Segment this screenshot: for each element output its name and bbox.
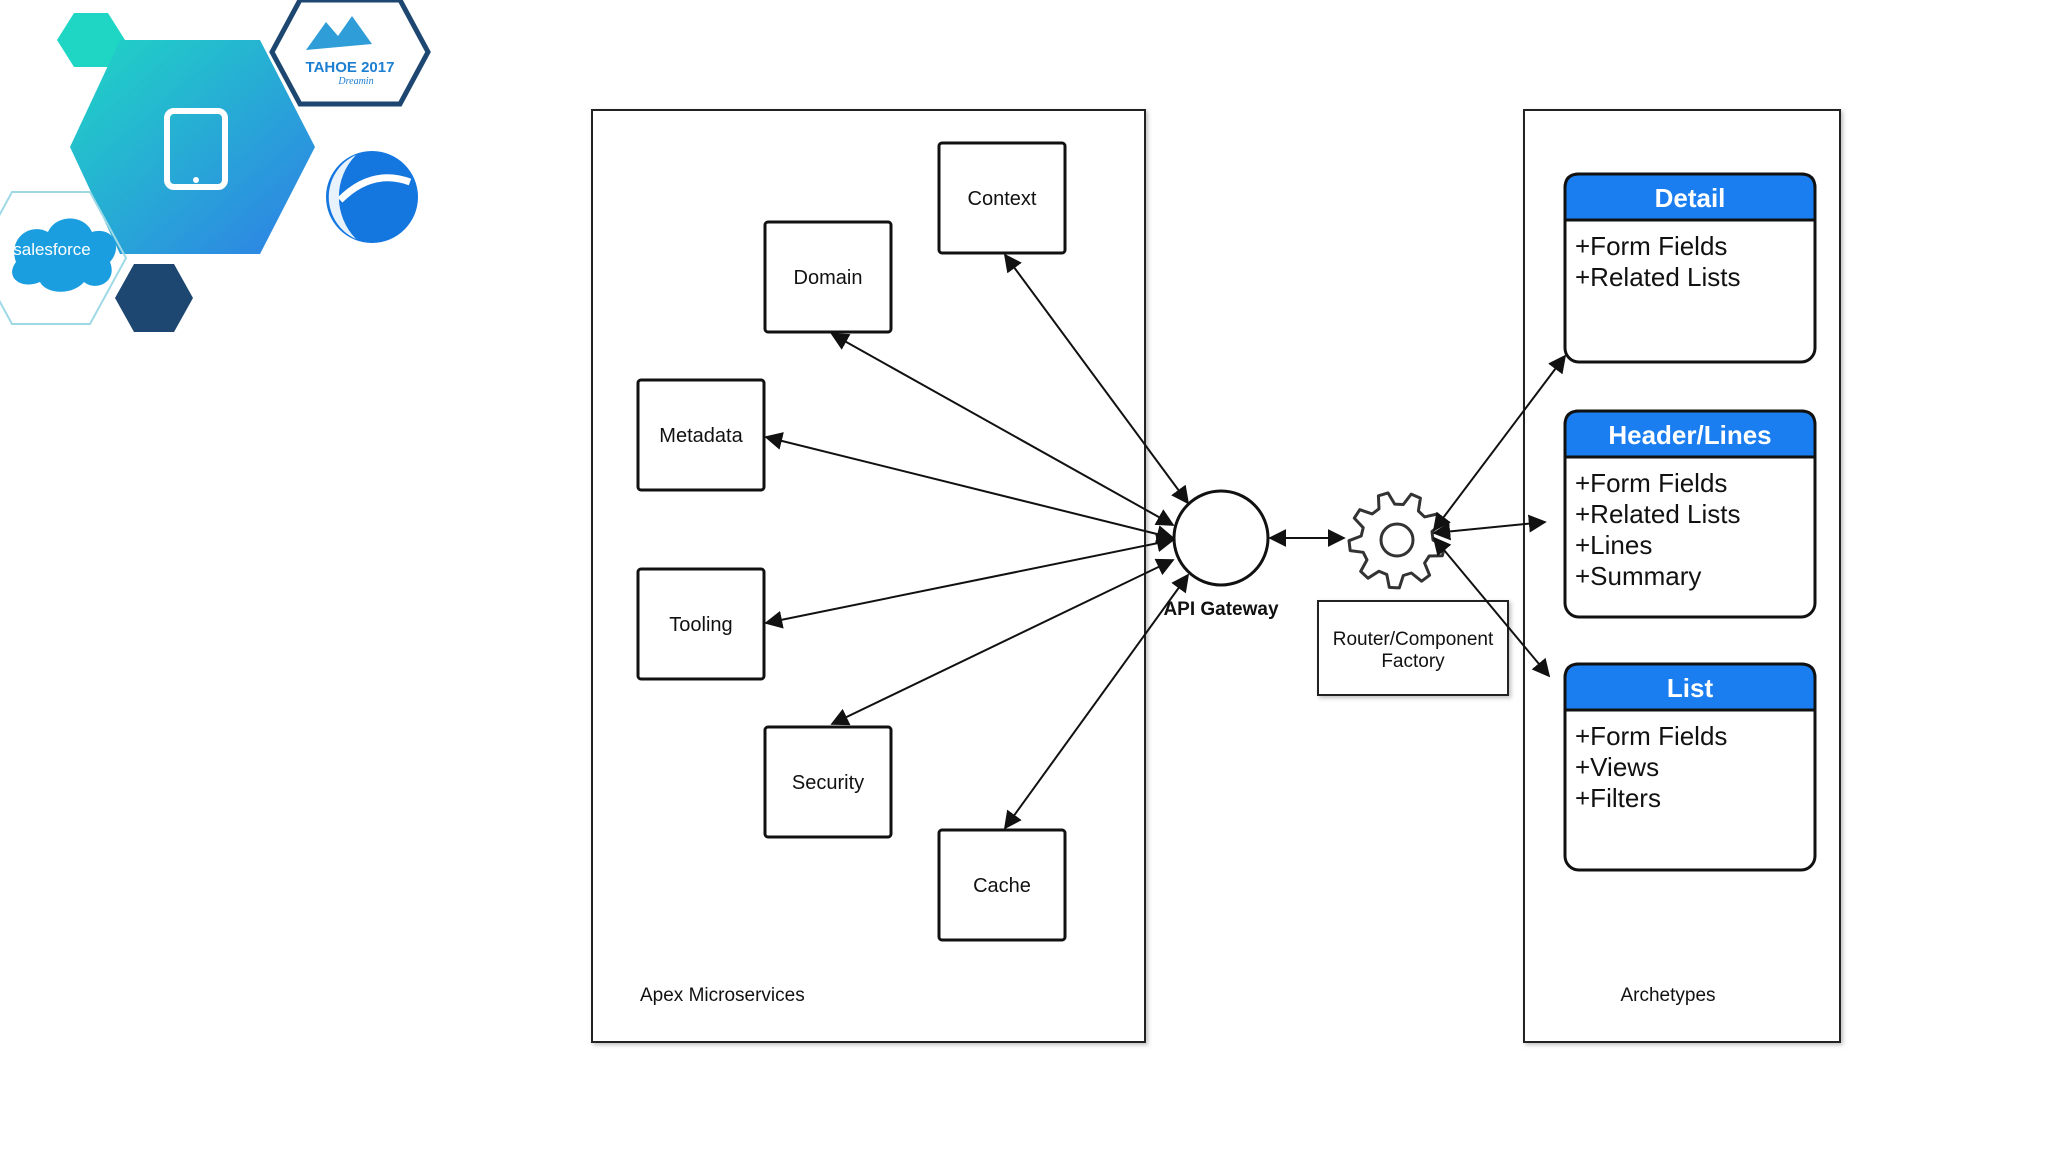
- service-cache: Cache: [937, 828, 1067, 942]
- branding-cluster: TAHOE 2017 Dreamin salesforce: [0, 0, 431, 332]
- archetype-item: +Filters: [1575, 783, 1661, 813]
- archetype-item: +Related Lists: [1575, 262, 1740, 292]
- router-headerlines-connector: [1432, 514, 1547, 541]
- service-label: Security: [792, 772, 864, 794]
- event-name: TAHOE 2017: [306, 59, 395, 76]
- teal-hexagon: [57, 13, 125, 67]
- service-box: [636, 378, 766, 492]
- service-context: Context: [937, 141, 1067, 255]
- archetype-item: +Lines: [1575, 530, 1652, 560]
- tablet-icon: [164, 108, 228, 190]
- service-boxes: ContextDomainMetadataToolingSecurityCach…: [636, 141, 1067, 942]
- connectors: [764, 253, 1567, 830]
- archetype-title: Detail: [1655, 183, 1726, 213]
- archetype-item: +Summary: [1575, 561, 1701, 591]
- service-box: [937, 141, 1067, 255]
- router-detail-connector: [1432, 354, 1567, 532]
- service-label: Domain: [794, 267, 863, 289]
- archetype-detail: Detail +Form Fields+Related Lists: [1563, 172, 1817, 364]
- service-metadata: Metadata: [636, 378, 766, 492]
- service-label: Metadata: [659, 425, 743, 447]
- service-box: [937, 828, 1067, 942]
- navy-hexagon: [115, 264, 193, 332]
- archetype-item: +Form Fields: [1575, 468, 1727, 498]
- router-label-line1: Router/Component: [1333, 629, 1494, 650]
- gear-icon: [1347, 491, 1447, 590]
- router-list-connector: [1432, 536, 1551, 678]
- archetype-title: Header/Lines: [1608, 420, 1771, 450]
- service-gateway-connector: [764, 432, 1175, 543]
- service-label: Tooling: [669, 614, 732, 636]
- archetype-header: [1563, 662, 1817, 712]
- service-label: Cache: [973, 875, 1031, 897]
- service-box: [636, 567, 766, 681]
- event-badge: TAHOE 2017 Dreamin: [269, 0, 431, 107]
- archetype-list: List +Form Fields+Views+Filters: [1563, 662, 1817, 872]
- service-tooling: Tooling: [636, 567, 766, 681]
- archetype-item: +Views: [1575, 752, 1659, 782]
- salesforce-text: salesforce: [13, 240, 90, 259]
- archetype-title: List: [1667, 673, 1714, 703]
- api-gateway-label: API Gateway: [1163, 599, 1279, 620]
- service-domain: Domain: [763, 220, 893, 334]
- service-label: Context: [968, 188, 1037, 210]
- globe-logo-icon: [326, 151, 418, 243]
- router-label-line2: Factory: [1381, 651, 1445, 672]
- main-gradient-hexagon: [70, 40, 315, 254]
- service-gateway-connector: [1003, 573, 1190, 830]
- event-tagline: Dreamin: [337, 76, 373, 87]
- service-box: [763, 220, 893, 334]
- archetype-cards: Detail+Form Fields+Related ListsHeader/L…: [1563, 172, 1817, 872]
- microservices-caption: Apex Microservices: [640, 985, 805, 1006]
- archetype-item: +Form Fields: [1575, 721, 1727, 751]
- api-gateway-circle: [1172, 489, 1270, 587]
- service-box: [763, 725, 893, 839]
- outline-hexagon: [0, 191, 128, 325]
- service-security: Security: [763, 725, 893, 839]
- archetypes-caption: Archetypes: [1620, 985, 1715, 1006]
- archetype-item: +Related Lists: [1575, 499, 1740, 529]
- archetype-item: +Form Fields: [1575, 231, 1727, 261]
- archetype-header-lines: Header/Lines +Form Fields+Related Lists+L…: [1563, 409, 1817, 619]
- mountain-icon: [306, 16, 372, 50]
- archetype-header: [1563, 172, 1817, 222]
- salesforce-cloud-logo: salesforce: [12, 218, 117, 292]
